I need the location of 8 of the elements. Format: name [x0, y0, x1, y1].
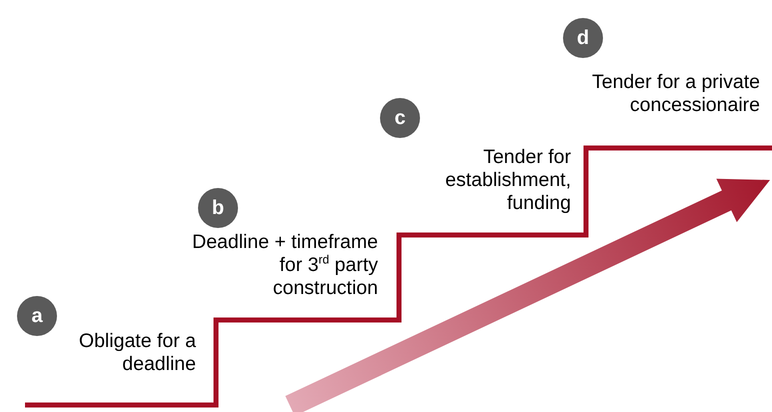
step-marker: c	[380, 98, 420, 138]
step-description: Tender for a private concessionaire	[590, 71, 760, 117]
step-marker: a	[17, 296, 57, 336]
step-description: Tender for establishment, funding	[444, 146, 571, 215]
step-description: Deadline + timeframe for 3$^{rd}$ party construction	[191, 231, 378, 300]
step-marker: b	[198, 188, 238, 228]
step-marker: d	[563, 18, 603, 58]
step-description: Obligate for a deadline	[78, 330, 196, 376]
